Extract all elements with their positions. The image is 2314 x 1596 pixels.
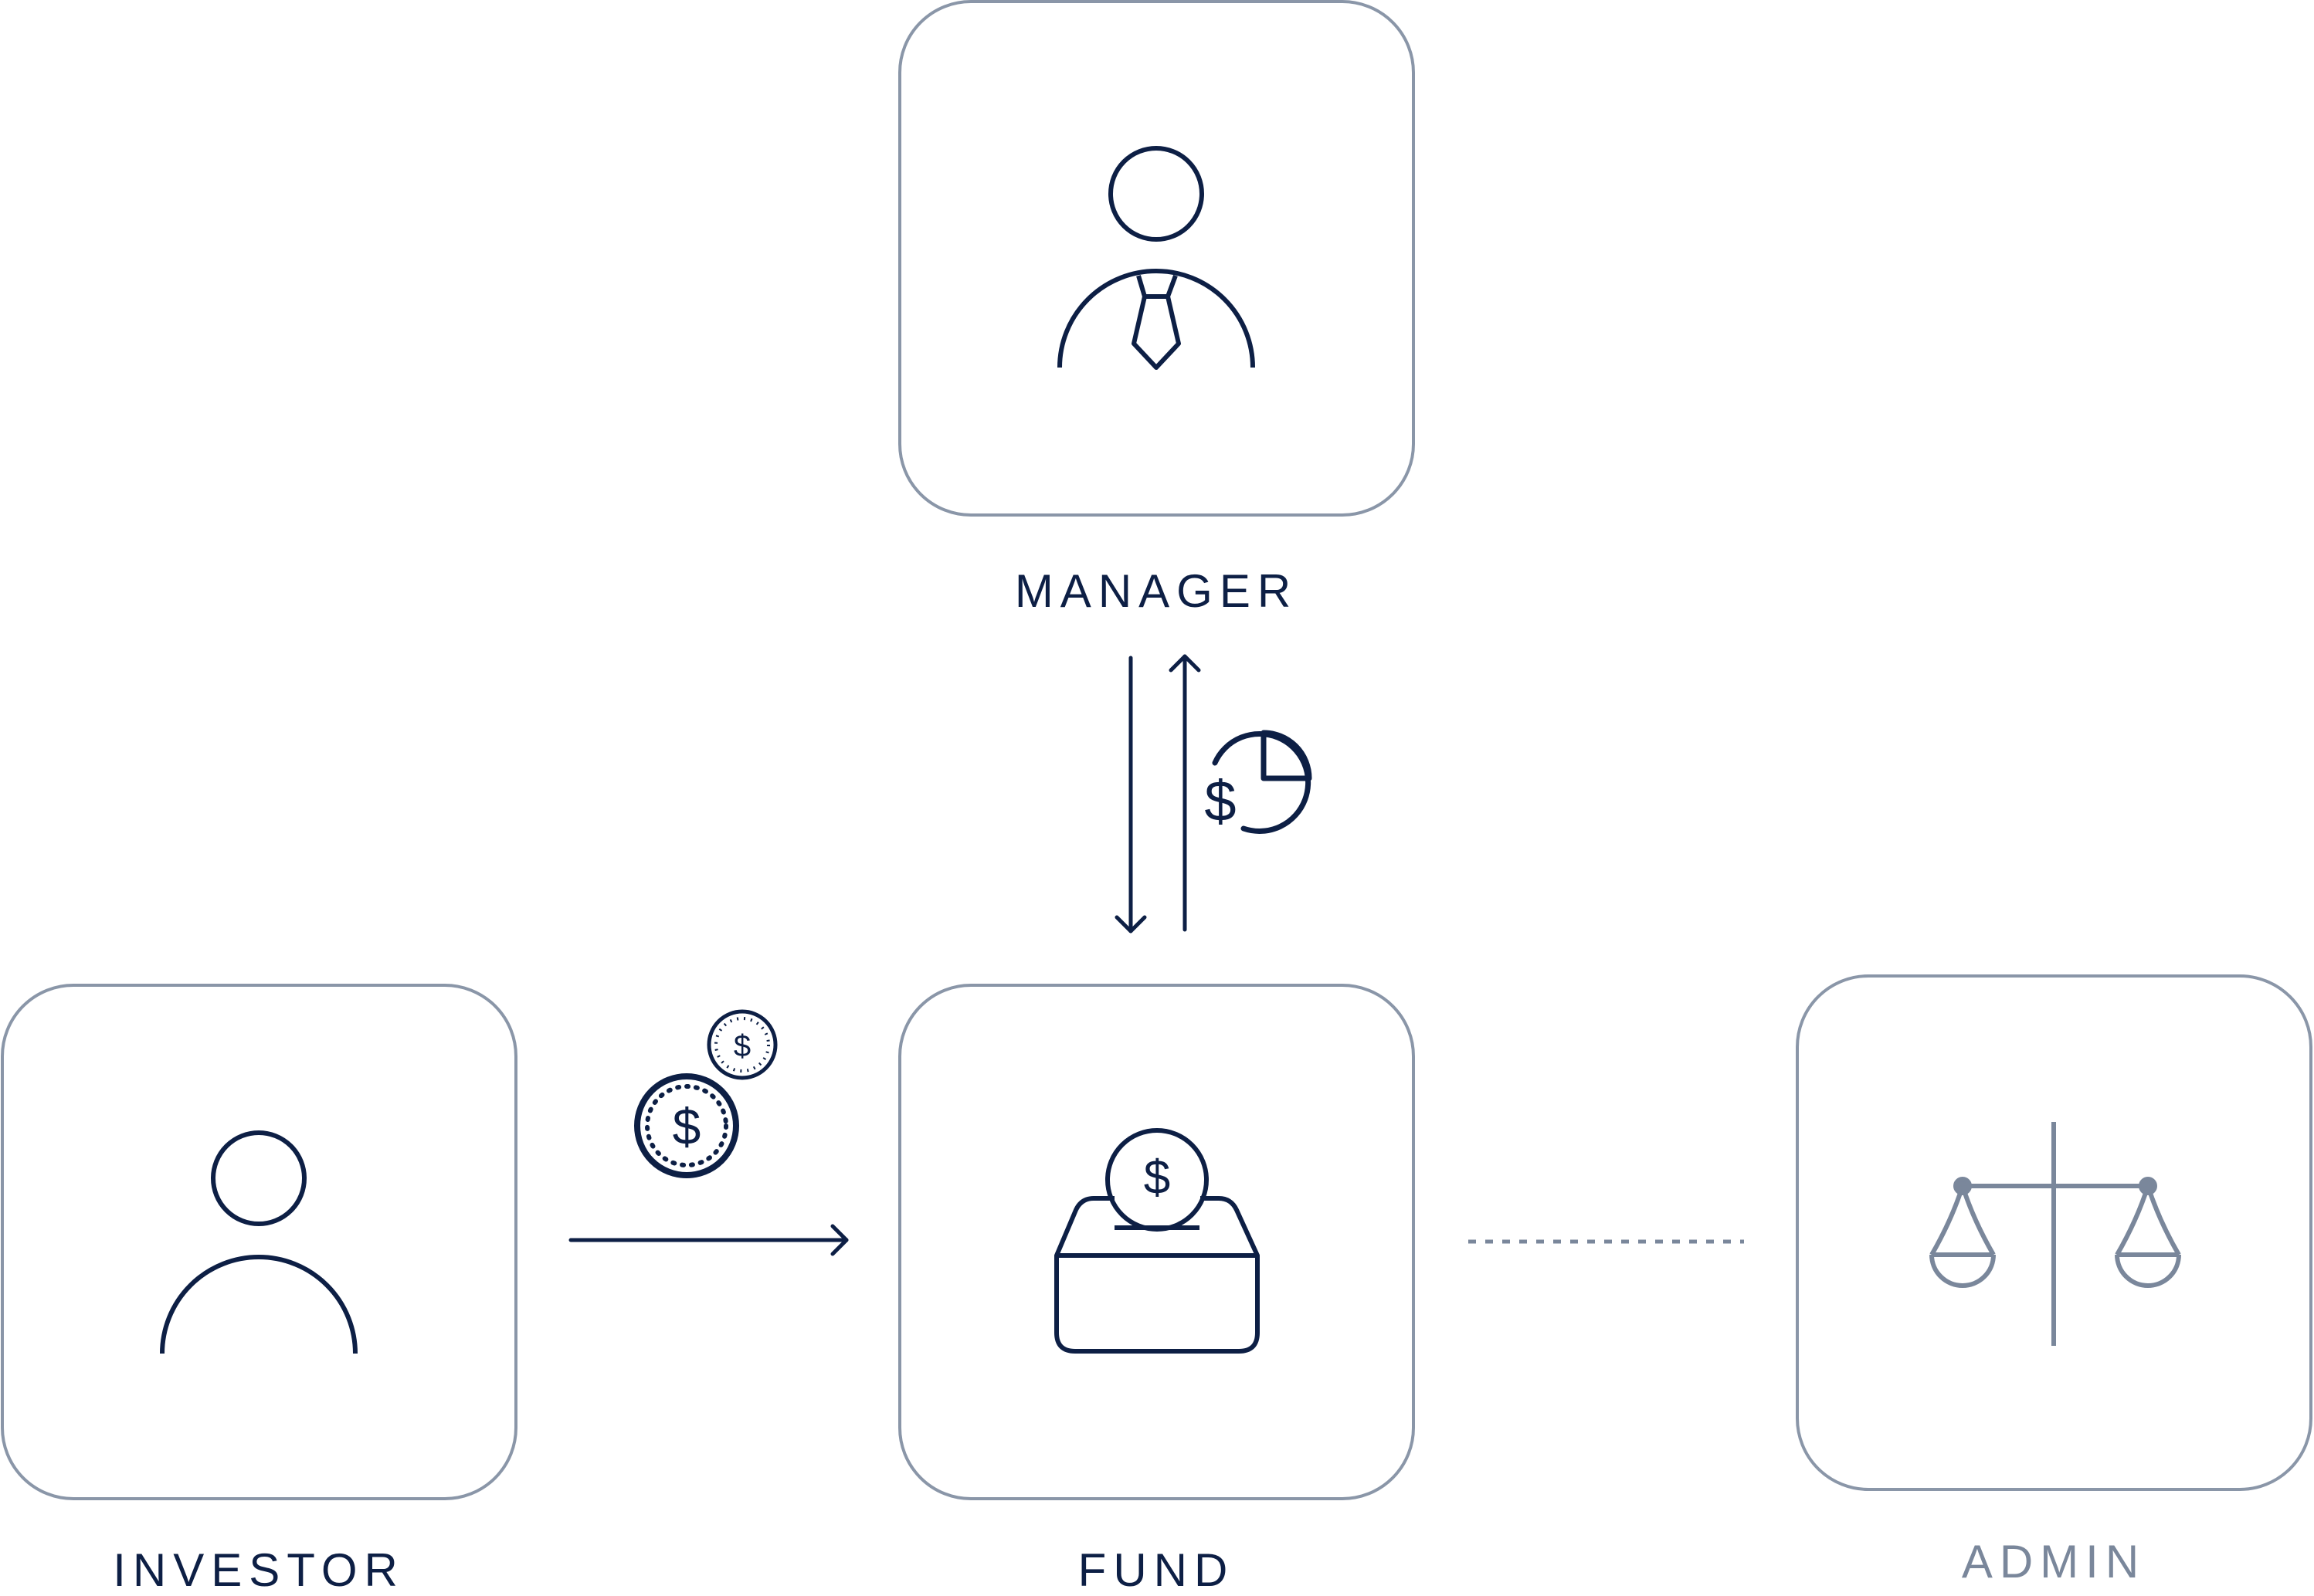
manager-label: MANAGER: [1014, 565, 1298, 617]
manager-to-fund-arrow: [1115, 656, 1147, 934]
investor-to-fund-arrow: [568, 1224, 849, 1256]
admin-box: [1796, 974, 2312, 1491]
balance-scale-icon: [1929, 1122, 2181, 1346]
dollar-pie-chart-icon: $: [1204, 730, 1312, 834]
svg-text:$: $: [1144, 1151, 1170, 1205]
investor-label: INVESTOR: [113, 1544, 405, 1596]
coin-into-box-icon: $: [1054, 1128, 1260, 1354]
manager-box: [898, 0, 1415, 517]
person-icon: [160, 1130, 358, 1354]
fund-to-manager-arrow: [1169, 654, 1201, 932]
fund-box: [898, 984, 1415, 1500]
svg-text:$: $: [1204, 769, 1236, 833]
svg-text:$: $: [673, 1098, 701, 1155]
investor-box: [1, 984, 517, 1500]
fund-label: FUND: [1077, 1544, 1235, 1596]
svg-text:$: $: [734, 1029, 751, 1063]
coins-icon: $ $: [634, 1009, 778, 1178]
manager-person-tie-icon: [1057, 146, 1255, 370]
admin-label: ADMIN: [1961, 1536, 2146, 1588]
